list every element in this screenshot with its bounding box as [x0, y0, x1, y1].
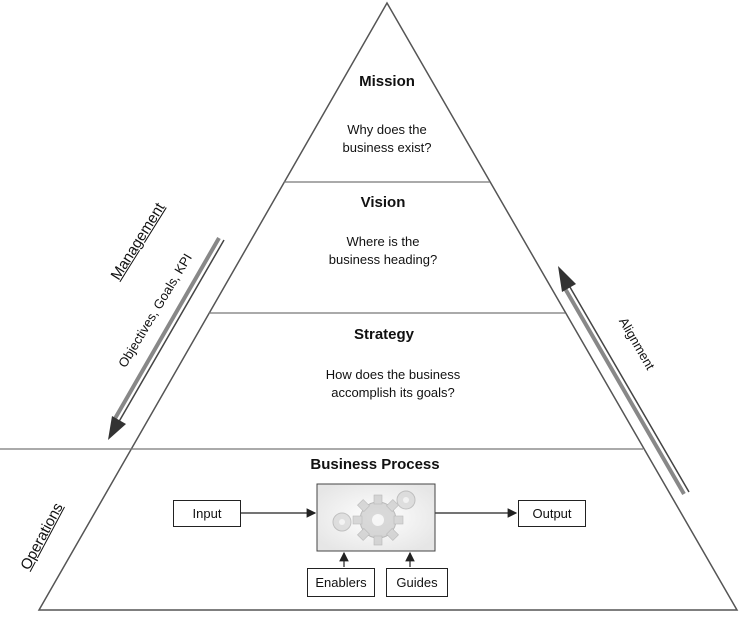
- vision-question-line1: Where is the: [346, 234, 420, 249]
- input-box: Input: [173, 500, 241, 527]
- enablers-box: Enablers: [307, 568, 375, 597]
- objectives-arrow: [108, 237, 225, 440]
- pyramid-outline: [37, 1, 739, 611]
- strategy-question-line1: How does the business: [325, 367, 461, 382]
- business-process-title: Business Process: [310, 456, 440, 473]
- mission-question-line1: Why does the: [347, 122, 427, 137]
- strategy-title: Strategy: [353, 326, 415, 343]
- mission-question-line2: business exist?: [342, 140, 432, 155]
- vision-question-line2: business heading?: [328, 252, 438, 267]
- strategy-question-line2: accomplish its goals?: [331, 385, 455, 400]
- vision-title: Vision: [360, 194, 406, 211]
- alignment-arrow: [558, 266, 690, 496]
- gears-icon: [332, 490, 416, 546]
- output-box: Output: [518, 500, 586, 527]
- guides-box: Guides: [386, 568, 448, 597]
- mission-title: Mission: [359, 73, 415, 90]
